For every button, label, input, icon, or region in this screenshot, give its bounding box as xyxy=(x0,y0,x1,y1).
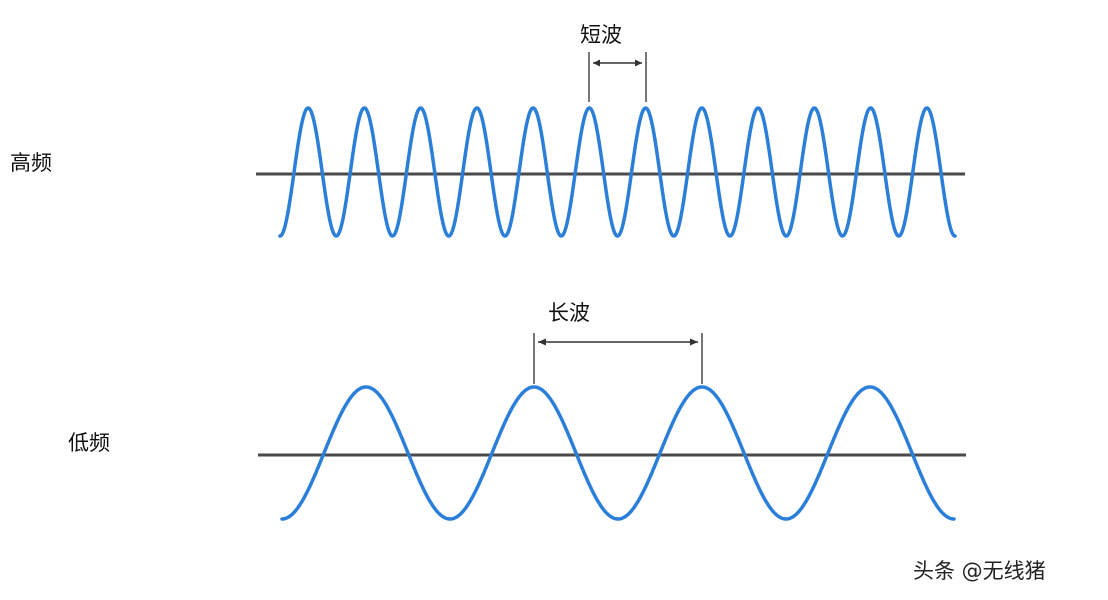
high-frequency-wave xyxy=(278,106,957,238)
long-wave-arrowhead-left xyxy=(538,338,546,346)
short-wave-arrowhead-right xyxy=(635,59,642,67)
short-wave-arrowhead-left xyxy=(593,59,600,67)
long-wave-arrowhead-right xyxy=(690,338,698,346)
low-frequency-wave-group xyxy=(258,333,966,521)
long-wave-label: 长波 xyxy=(548,301,590,325)
low-frequency-wave xyxy=(280,385,956,521)
low-frequency-label: 低频 xyxy=(68,431,110,455)
high-frequency-wave-group xyxy=(256,52,965,238)
high-frequency-label: 高频 xyxy=(10,151,52,175)
watermark: 头条 @无线猪 xyxy=(913,559,1046,583)
short-wave-label: 短波 xyxy=(580,23,622,47)
